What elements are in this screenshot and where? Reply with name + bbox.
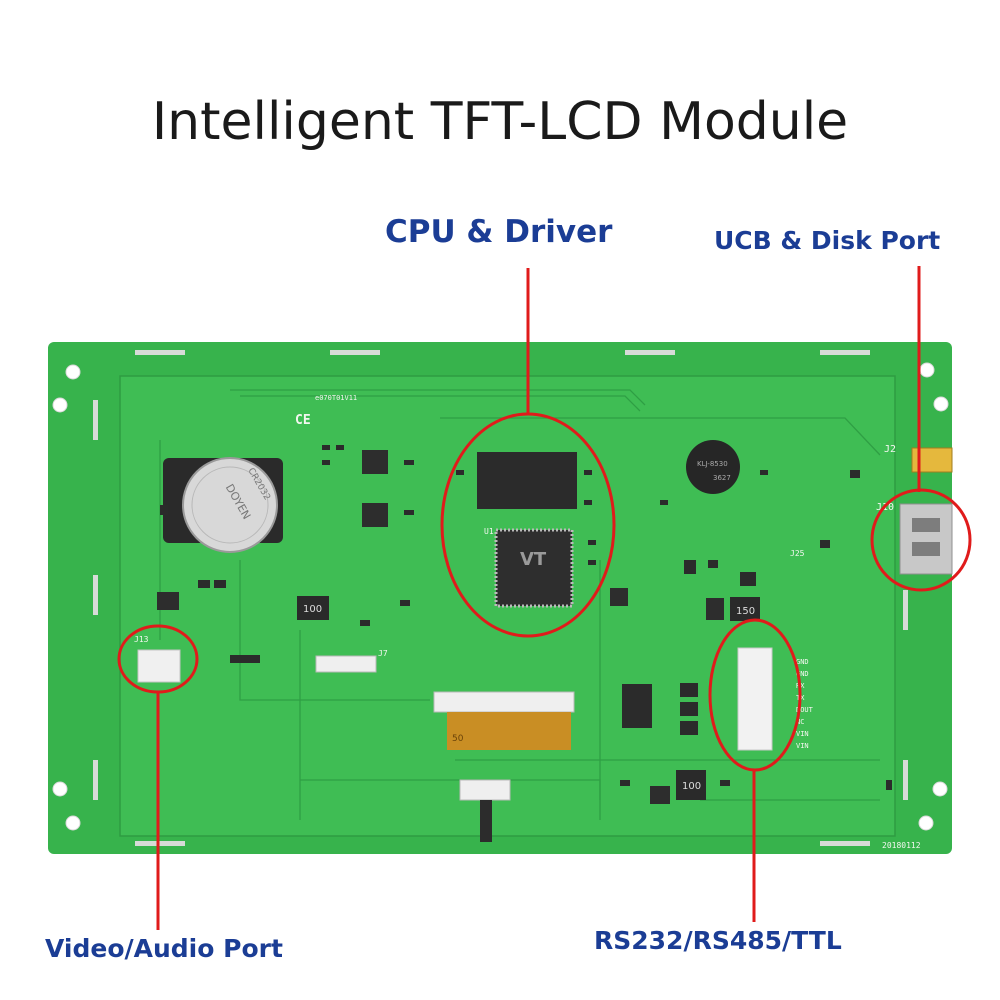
regulator-1 — [362, 450, 388, 474]
label-u1: U1 — [484, 527, 494, 536]
svg-text:100: 100 — [303, 604, 322, 615]
lcd-flex-connector: 50 — [433, 691, 575, 750]
label-j2: J2 — [884, 444, 896, 455]
svg-text:NC: NC — [796, 718, 804, 726]
frame-tabs — [93, 350, 908, 846]
small-ic-bottom — [650, 786, 670, 804]
buzzer-sub: 3627 — [713, 474, 731, 482]
diode-3 — [680, 721, 698, 735]
mounting-holes — [52, 362, 949, 831]
svg-text:VIN: VIN — [796, 742, 809, 750]
svg-text:150: 150 — [736, 606, 755, 617]
page-title: Intelligent TFT-LCD Module — [151, 92, 849, 152]
connector-bottom — [459, 779, 511, 801]
callout-rs232-rs485-ttl: RS232/RS485/TTL — [594, 926, 842, 955]
callout-lines — [156, 266, 921, 930]
memory-chip — [477, 452, 577, 509]
inductor-100-left: 100 — [297, 596, 329, 620]
callout-ellipses — [117, 412, 972, 772]
serial-connector — [737, 647, 773, 751]
callout-cpu-driver: CPU & Driver — [385, 214, 613, 250]
ce-mark: CE — [295, 413, 311, 428]
svg-text:GND: GND — [796, 670, 809, 678]
label-j25: J25 — [790, 549, 805, 558]
diode-2 — [680, 702, 698, 716]
buzzer-label: KLJ-8530 — [697, 460, 728, 468]
small-ic-left — [157, 592, 179, 610]
model-code: e070T01V11 — [315, 394, 357, 402]
flex-mark: 50 — [452, 734, 464, 744]
diode-1 — [680, 683, 698, 697]
buzzer: KLJ-8530 3627 — [686, 440, 740, 494]
svg-text:DOUT: DOUT — [796, 706, 814, 714]
callout-video-audio-port: Video/Audio Port — [45, 934, 283, 963]
small-ic — [610, 588, 628, 606]
connector-j7 — [315, 655, 377, 673]
coin-battery: DOYEN CR2032 — [163, 457, 283, 553]
svg-text:GND: GND — [796, 658, 809, 666]
label-j13: J13 — [134, 635, 149, 644]
smd-components — [160, 445, 892, 790]
date-code: 20180112 — [882, 841, 921, 850]
usb-a-port — [899, 503, 953, 575]
audio-connector — [137, 649, 181, 683]
inductor-150: 150 — [730, 597, 760, 621]
svg-text:100: 100 — [682, 781, 701, 792]
regulator-2 — [362, 503, 388, 527]
svg-text:VIN: VIN — [796, 730, 809, 738]
cpu-chip: VT — [494, 528, 574, 608]
usb-a-slot-2 — [912, 542, 940, 556]
usb-a-slot-1 — [912, 518, 940, 532]
soic-chip — [622, 684, 652, 728]
cpu-chip-mark: VT — [520, 549, 547, 570]
callout-ucb-disk-port: UCB & Disk Port — [714, 226, 941, 255]
inductor-100-bottom: 100 — [676, 770, 706, 800]
bottom-cable — [480, 800, 492, 842]
label-j7: J7 — [378, 649, 388, 658]
small-ic-right — [706, 598, 724, 620]
